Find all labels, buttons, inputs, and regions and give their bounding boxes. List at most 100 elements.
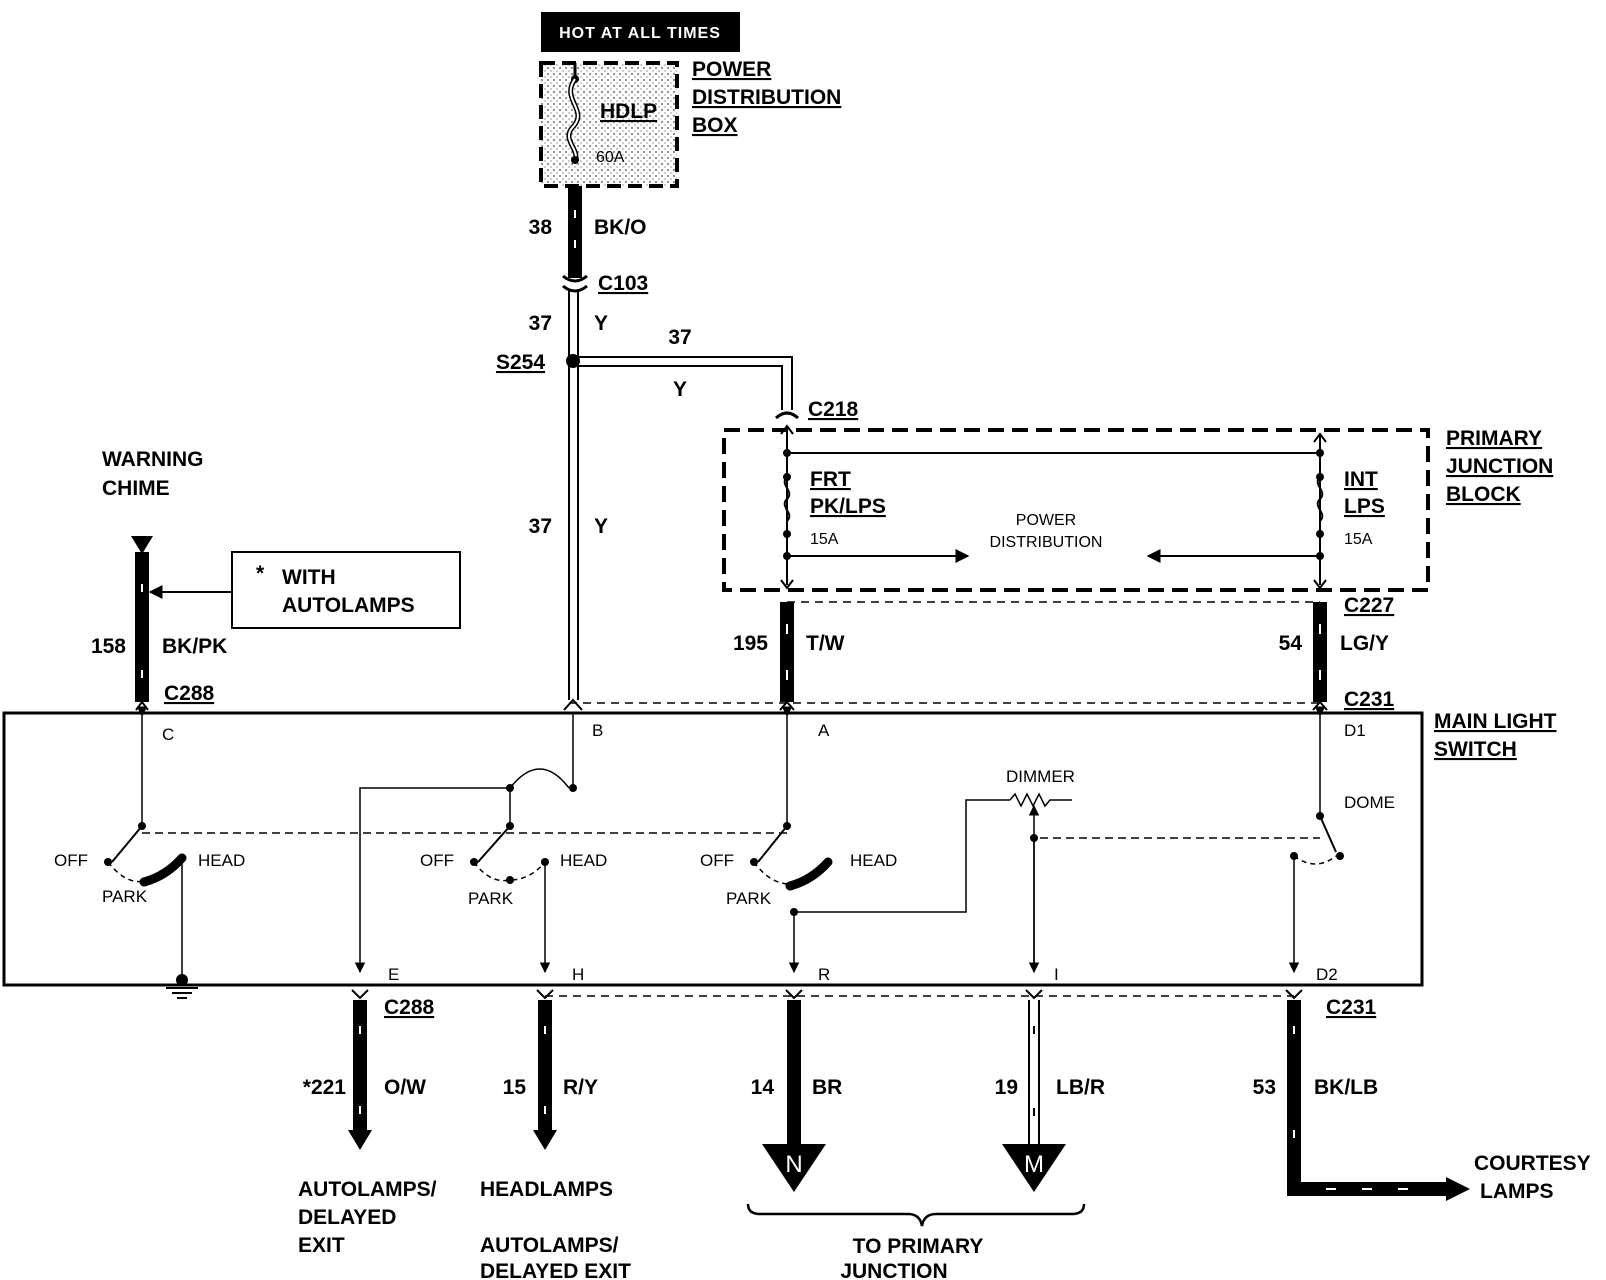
pin-c: C	[162, 725, 174, 744]
note-line-2: AUTOLAMPS	[282, 594, 415, 617]
wire-38-color: BK/O	[594, 216, 647, 239]
wire-195-color: T/W	[806, 632, 845, 655]
pdb-title-3: BOX	[692, 114, 738, 137]
wire-37-upper-num: 37	[529, 312, 552, 335]
switch2-off: OFF	[420, 851, 454, 870]
c288-top-label: C288	[164, 682, 215, 705]
wire-53	[1287, 1000, 1470, 1201]
wire-53-num: 53	[1253, 1076, 1276, 1099]
c231-top-label: C231	[1344, 688, 1395, 711]
wire-19-num: 19	[995, 1076, 1018, 1099]
dest-autolamps-3: EXIT	[298, 1234, 345, 1257]
int-fuse-line-2: LPS	[1344, 495, 1385, 518]
wire-221-num: *221	[303, 1076, 347, 1099]
dest-primary-1: TO PRIMARY	[853, 1235, 984, 1258]
wire-221	[348, 1000, 372, 1150]
ground-ref-m: M	[1024, 1151, 1044, 1178]
pin-b: B	[592, 721, 603, 740]
wire-14-color: BR	[812, 1076, 842, 1099]
dest-primary-2: JUNCTION	[840, 1260, 947, 1280]
autolamps-note-box	[231, 551, 461, 629]
c231-bottom-label: C231	[1326, 996, 1377, 1019]
pin-r: R	[818, 965, 830, 984]
splice-s254	[566, 354, 580, 368]
wire-195	[780, 602, 794, 702]
switch1-head: HEAD	[198, 851, 245, 870]
wire-38	[568, 186, 582, 278]
bottom-connector-arrows	[351, 989, 1303, 1000]
fuse-hdlp-label: HDLP	[600, 100, 657, 123]
wire-54-color: LG/Y	[1340, 632, 1389, 655]
frt-fuse-line-2: PK/LPS	[810, 495, 886, 518]
wire-158-color: BK/PK	[162, 635, 227, 658]
fuse-hdlp-rating: 60A	[596, 149, 625, 166]
pdb-title-1: POWER	[692, 58, 771, 81]
wire-54-num: 54	[1279, 632, 1303, 655]
main-light-switch	[2, 698, 1424, 999]
primary-junction-block	[722, 424, 1430, 592]
pdb-title-2: DISTRIBUTION	[692, 86, 841, 109]
pin-a: A	[818, 721, 830, 740]
wire-15-num: 15	[503, 1076, 527, 1099]
dome-label: DOME	[1344, 793, 1395, 812]
note-line-1: WITH	[282, 566, 336, 589]
note-star: *	[256, 562, 265, 585]
pjb-title-1: PRIMARY	[1446, 427, 1542, 450]
c103-connector	[562, 274, 588, 293]
mls-title-2: SWITCH	[1434, 738, 1517, 761]
frt-fuse-line-1: FRT	[810, 468, 851, 491]
wire-158	[131, 536, 153, 702]
dest-autolamps-1: AUTOLAMPS/	[298, 1178, 437, 1201]
warning-chime-line-1: WARNING	[102, 448, 204, 471]
warning-chime-line-2: CHIME	[102, 477, 170, 500]
wire-37-branch-num: 37	[668, 326, 691, 349]
c227-label: C227	[1344, 594, 1394, 617]
pin-i: I	[1054, 965, 1059, 984]
wire-53-color: BK/LB	[1314, 1076, 1378, 1099]
c218-label: C218	[808, 398, 859, 421]
power-distribution-line-2: DISTRIBUTION	[990, 534, 1103, 551]
wire-15-color: R/Y	[563, 1076, 598, 1099]
dest-autolamps2-1: AUTOLAMPS/	[480, 1234, 619, 1257]
hot-at-all-times-header: HOT AT ALL TIMES	[541, 12, 740, 52]
pin-h: H	[572, 965, 584, 984]
c218-connector	[774, 411, 800, 420]
splice-s254-label: S254	[496, 351, 545, 374]
dest-courtesy-2: LAMPS	[1480, 1180, 1554, 1203]
pin-e: E	[388, 965, 399, 984]
primary-junction-brace	[746, 1203, 1086, 1227]
wire-15	[533, 1000, 557, 1150]
int-fuse-rating: 15A	[1344, 531, 1373, 548]
wire-54	[1313, 602, 1327, 702]
ground-ref-n: N	[785, 1151, 802, 1178]
pin-d2: D2	[1316, 965, 1338, 984]
switch1-park: PARK	[102, 887, 148, 906]
wire-14: N	[762, 1000, 826, 1192]
switch3-head: HEAD	[850, 851, 897, 870]
hot-label: HOT AT ALL TIMES	[559, 25, 721, 42]
switch2-park: PARK	[468, 889, 514, 908]
wire-38-num: 38	[529, 216, 553, 239]
int-fuse-line-1: INT	[1344, 468, 1378, 491]
c288-bottom-label: C288	[384, 996, 435, 1019]
switch1-off: OFF	[54, 851, 88, 870]
c227-c231-outline	[569, 601, 1320, 704]
wire-19: M	[1002, 1000, 1066, 1192]
power-distribution-line-1: POWER	[1016, 512, 1076, 529]
dest-headlamps: HEADLAMPS	[480, 1178, 613, 1201]
switch3-off: OFF	[700, 851, 734, 870]
wire-19-color: LB/R	[1056, 1076, 1105, 1099]
pjb-title-2: JUNCTION	[1446, 455, 1553, 478]
wire-37-lower-num: 37	[529, 515, 552, 538]
wire-221-color: O/W	[384, 1076, 426, 1099]
frt-fuse-rating: 15A	[810, 531, 839, 548]
wire-37-lower-color: Y	[594, 515, 608, 538]
dest-courtesy-1: COURTESY	[1474, 1152, 1591, 1175]
wire-158-num: 158	[91, 635, 126, 658]
wire-37-upper-color: Y	[594, 312, 608, 335]
power-distribution-box: HDLP 60A	[539, 61, 679, 188]
wire-195-num: 195	[733, 632, 768, 655]
dest-autolamps-2: DELAYED	[298, 1206, 396, 1229]
wire-37-branch	[578, 356, 793, 410]
